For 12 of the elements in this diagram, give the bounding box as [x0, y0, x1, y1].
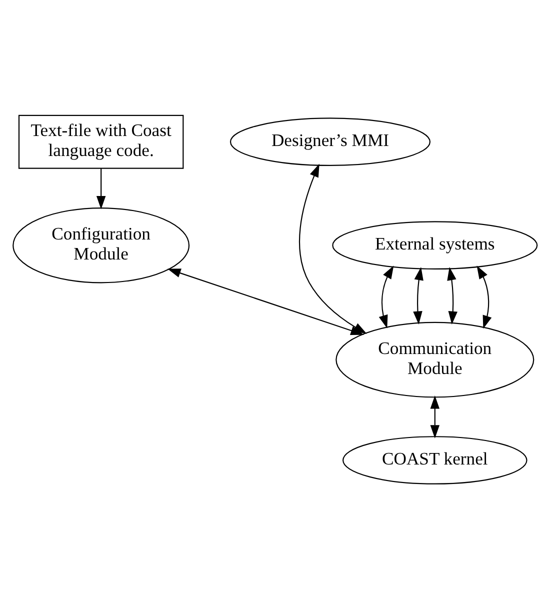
- arrow: [430, 395, 440, 438]
- node-ellipse: External systems: [332, 220, 538, 269]
- node-ellipse: COAST kernel: [342, 436, 528, 484]
- arrow: [96, 168, 106, 209]
- arrow: [447, 266, 458, 324]
- node-ellipse: Designer’s MMI: [230, 117, 431, 166]
- arrow: [413, 266, 424, 324]
- arrow: [378, 265, 394, 328]
- node-ellipse: Configuration Module: [12, 206, 190, 283]
- arrow: [476, 265, 492, 328]
- arrow: [299, 163, 367, 334]
- node-box: Text-file with Coast language code.: [18, 114, 184, 168]
